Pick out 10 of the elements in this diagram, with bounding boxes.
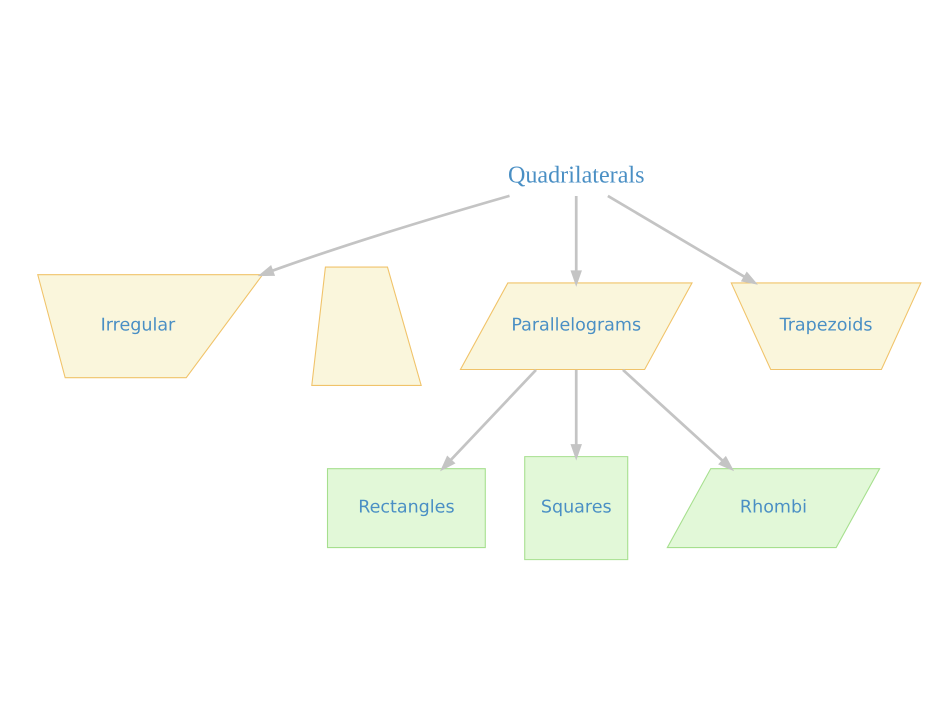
arrow bbox=[258, 194, 510, 276]
node-text: Quadrilaterals bbox=[508, 162, 644, 188]
arrow bbox=[607, 194, 758, 284]
arrow bbox=[622, 368, 734, 471]
arrow bbox=[570, 369, 582, 460]
arrow bbox=[570, 195, 582, 286]
node-box: Rectangles bbox=[326, 468, 486, 548]
arrow bbox=[440, 368, 537, 471]
node-box: Squares bbox=[524, 456, 628, 560]
node-polygon bbox=[311, 266, 422, 386]
